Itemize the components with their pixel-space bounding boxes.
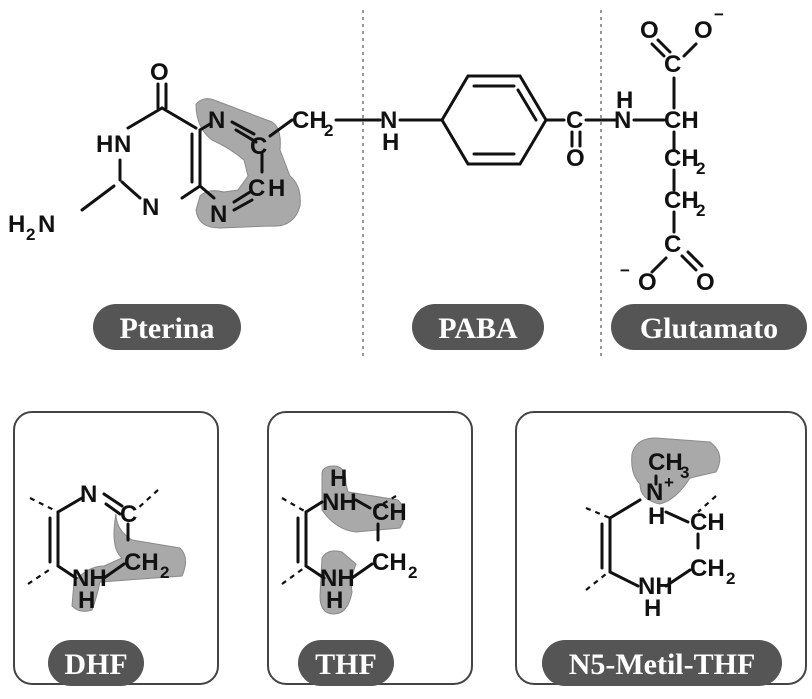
n5-methyl-sub: 3: [680, 463, 689, 482]
n5-C7-CH2: CH: [690, 555, 725, 582]
pterin-bonds: [80, 82, 294, 212]
pterin-H2N-n: N: [38, 211, 55, 238]
linker-CH2: CH: [292, 107, 327, 134]
panel-n5-metil-thf: CH 3 N + H CH CH 2 NH H N5-Metil-THF: [515, 411, 807, 686]
pterin-H2N-sub: 2: [26, 225, 35, 244]
dhf-N5: N: [80, 481, 97, 508]
label-paba: PABA: [412, 304, 544, 350]
glu-side-C: C: [664, 231, 681, 258]
n5-N5-plus: +: [664, 473, 674, 492]
dhf-N8-H: H: [78, 587, 95, 614]
thf-N5: NH: [322, 489, 357, 516]
label-dhf-text: DHF: [64, 648, 127, 681]
label-paba-text: PABA: [438, 312, 518, 345]
thf-C7-sub: 2: [408, 563, 417, 582]
n5-N8-H: H: [644, 595, 661, 622]
label-pterina-text: Pterina: [120, 312, 215, 345]
glu-N: N: [614, 107, 631, 134]
n5-N8: NH: [638, 573, 673, 600]
n5-N5-H: H: [648, 503, 665, 530]
glu-gamma-CH2: CH: [664, 187, 699, 214]
glu-side-O2: O: [696, 269, 715, 296]
n5-methyl-CH3: CH: [648, 449, 683, 476]
thf-C7-CH2: CH: [372, 549, 407, 576]
thf-N8-H: H: [326, 587, 343, 614]
glu-carboxyl-O2: O: [694, 17, 713, 44]
folate-molecule: O H N N H 2 N N C C H N CH 2 N H C O: [8, 5, 724, 356]
pterin-H-label: H: [96, 131, 113, 158]
glu-carboxyl-O1: O: [640, 17, 659, 44]
pterin-O: O: [150, 59, 169, 86]
glu-beta-sub: 2: [696, 159, 705, 178]
linker-CH2-sub: 2: [324, 121, 333, 140]
glu-alpha-CH: CH: [664, 107, 699, 134]
glu-side-minus: −: [620, 261, 630, 280]
n5-N5: N: [646, 479, 663, 506]
paba-N: N: [380, 107, 397, 134]
label-glutamato: Glutamato: [611, 304, 807, 350]
pterin-N3: N: [142, 194, 159, 221]
pterin-C7-H: H: [268, 175, 285, 202]
dhf-C7-sub: 2: [160, 563, 169, 582]
glu-beta-CH2: CH: [664, 145, 699, 172]
label-n5-text: N5-Metil-THF: [569, 648, 756, 681]
dhf-C6: C: [120, 501, 137, 528]
pterin-C7: C: [248, 175, 265, 202]
paba-carbonyl-C: C: [566, 107, 583, 134]
panel-dhf: N C CH 2 NH H DHF: [13, 411, 219, 686]
paba-NH-H: H: [382, 129, 399, 156]
dhf-C7-CH2: CH: [124, 549, 159, 576]
dhf-N8: NH: [72, 565, 107, 592]
label-glutamato-text: Glutamato: [640, 312, 778, 345]
n5-C7-sub: 2: [726, 569, 735, 588]
pterin-H2N-h: H: [8, 211, 25, 238]
benzene-ring: [440, 74, 548, 166]
n5-C6-CH: CH: [690, 509, 725, 536]
pterin-highlight: [195, 98, 301, 229]
pterin-N5: N: [208, 107, 225, 134]
thf-N5-H: H: [330, 465, 347, 492]
glu-NH-H: H: [616, 87, 633, 114]
pterin-C6: C: [250, 133, 267, 160]
glutamate: H N CH C O O − CH 2 CH 2 C O − O: [614, 5, 724, 296]
pterin-N8: N: [210, 201, 227, 228]
thf-C6-CH: CH: [372, 499, 407, 526]
label-thf-text: THF: [315, 648, 377, 681]
paba-carbonyl-O: O: [566, 145, 585, 172]
glu-carboxyl-C: C: [664, 51, 681, 78]
glu-side-O1: O: [638, 269, 657, 296]
panel-thf: H NH CH CH 2 NH H THF: [267, 411, 473, 686]
thf-N8: NH: [320, 565, 355, 592]
glu-carboxyl-minus: −: [714, 5, 724, 24]
label-pterina: Pterina: [93, 304, 241, 350]
pterin-N1: N: [114, 131, 131, 158]
glu-gamma-sub: 2: [696, 201, 705, 220]
